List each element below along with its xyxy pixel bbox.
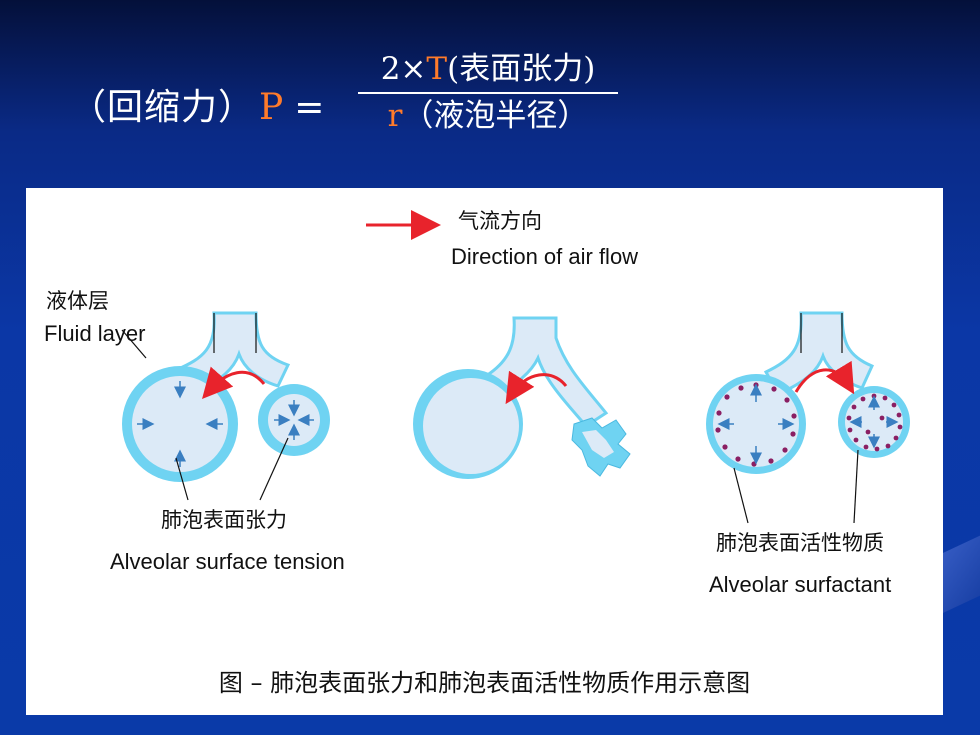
formula-denominator: r（液泡半径）: [358, 97, 618, 135]
radius-variable: r: [387, 98, 403, 134]
alveoli-diagram: [121, 210, 910, 524]
diagram-panel: 气流方向 Direction of air flow 液体层 Fluid lay…: [26, 188, 943, 715]
radius-label: （液泡半径）: [402, 98, 589, 134]
pressure-variable: P: [259, 87, 285, 128]
fraction-bar: [358, 92, 618, 94]
equals-sign: =: [294, 87, 326, 128]
legend-label-cn: 气流方向: [458, 209, 542, 233]
airflow-arrow-left: [202, 366, 266, 399]
tension-variable: T: [426, 51, 448, 87]
numerator-coefficient: 2×: [380, 51, 427, 87]
collapsed-alveolus-pair: [413, 316, 631, 479]
surface-tension-label-cn: 肺泡表面张力: [161, 508, 287, 532]
airflow-arrow-middle: [505, 370, 568, 405]
slide-decoration: [940, 535, 980, 615]
fluid-layer-label-en: Fluid layer: [44, 321, 146, 346]
formula-lhs: （回缩力）P=: [70, 78, 325, 130]
legend-label-en: Direction of air flow: [451, 244, 639, 269]
alveoli-pair-without-surfactant: [121, 311, 330, 501]
surfactant-label-en: Alveolar surfactant: [709, 572, 892, 597]
tension-label: (表面张力): [447, 51, 596, 87]
alveoli-pair-with-surfactant: [706, 311, 910, 524]
surfactant-label-cn: 肺泡表面活性物质: [716, 531, 884, 555]
airflow-arrow-right-upper: [794, 360, 855, 395]
surface-tension-label-en: Alveolar surface tension: [110, 549, 345, 574]
figure-caption: 图 – 肺泡表面张力和肺泡表面活性物质作用示意图: [218, 669, 751, 697]
recoil-force-label: （回缩力）: [70, 87, 256, 128]
formula-numerator: 2×T(表面张力): [358, 50, 618, 88]
formula-fraction: 2×T(表面张力) r（液泡半径）: [358, 50, 618, 135]
recoil-force-formula: （回缩力）P= 2×T(表面张力) r（液泡半径）: [70, 50, 770, 150]
fluid-layer-label-cn: 液体层: [46, 289, 109, 313]
